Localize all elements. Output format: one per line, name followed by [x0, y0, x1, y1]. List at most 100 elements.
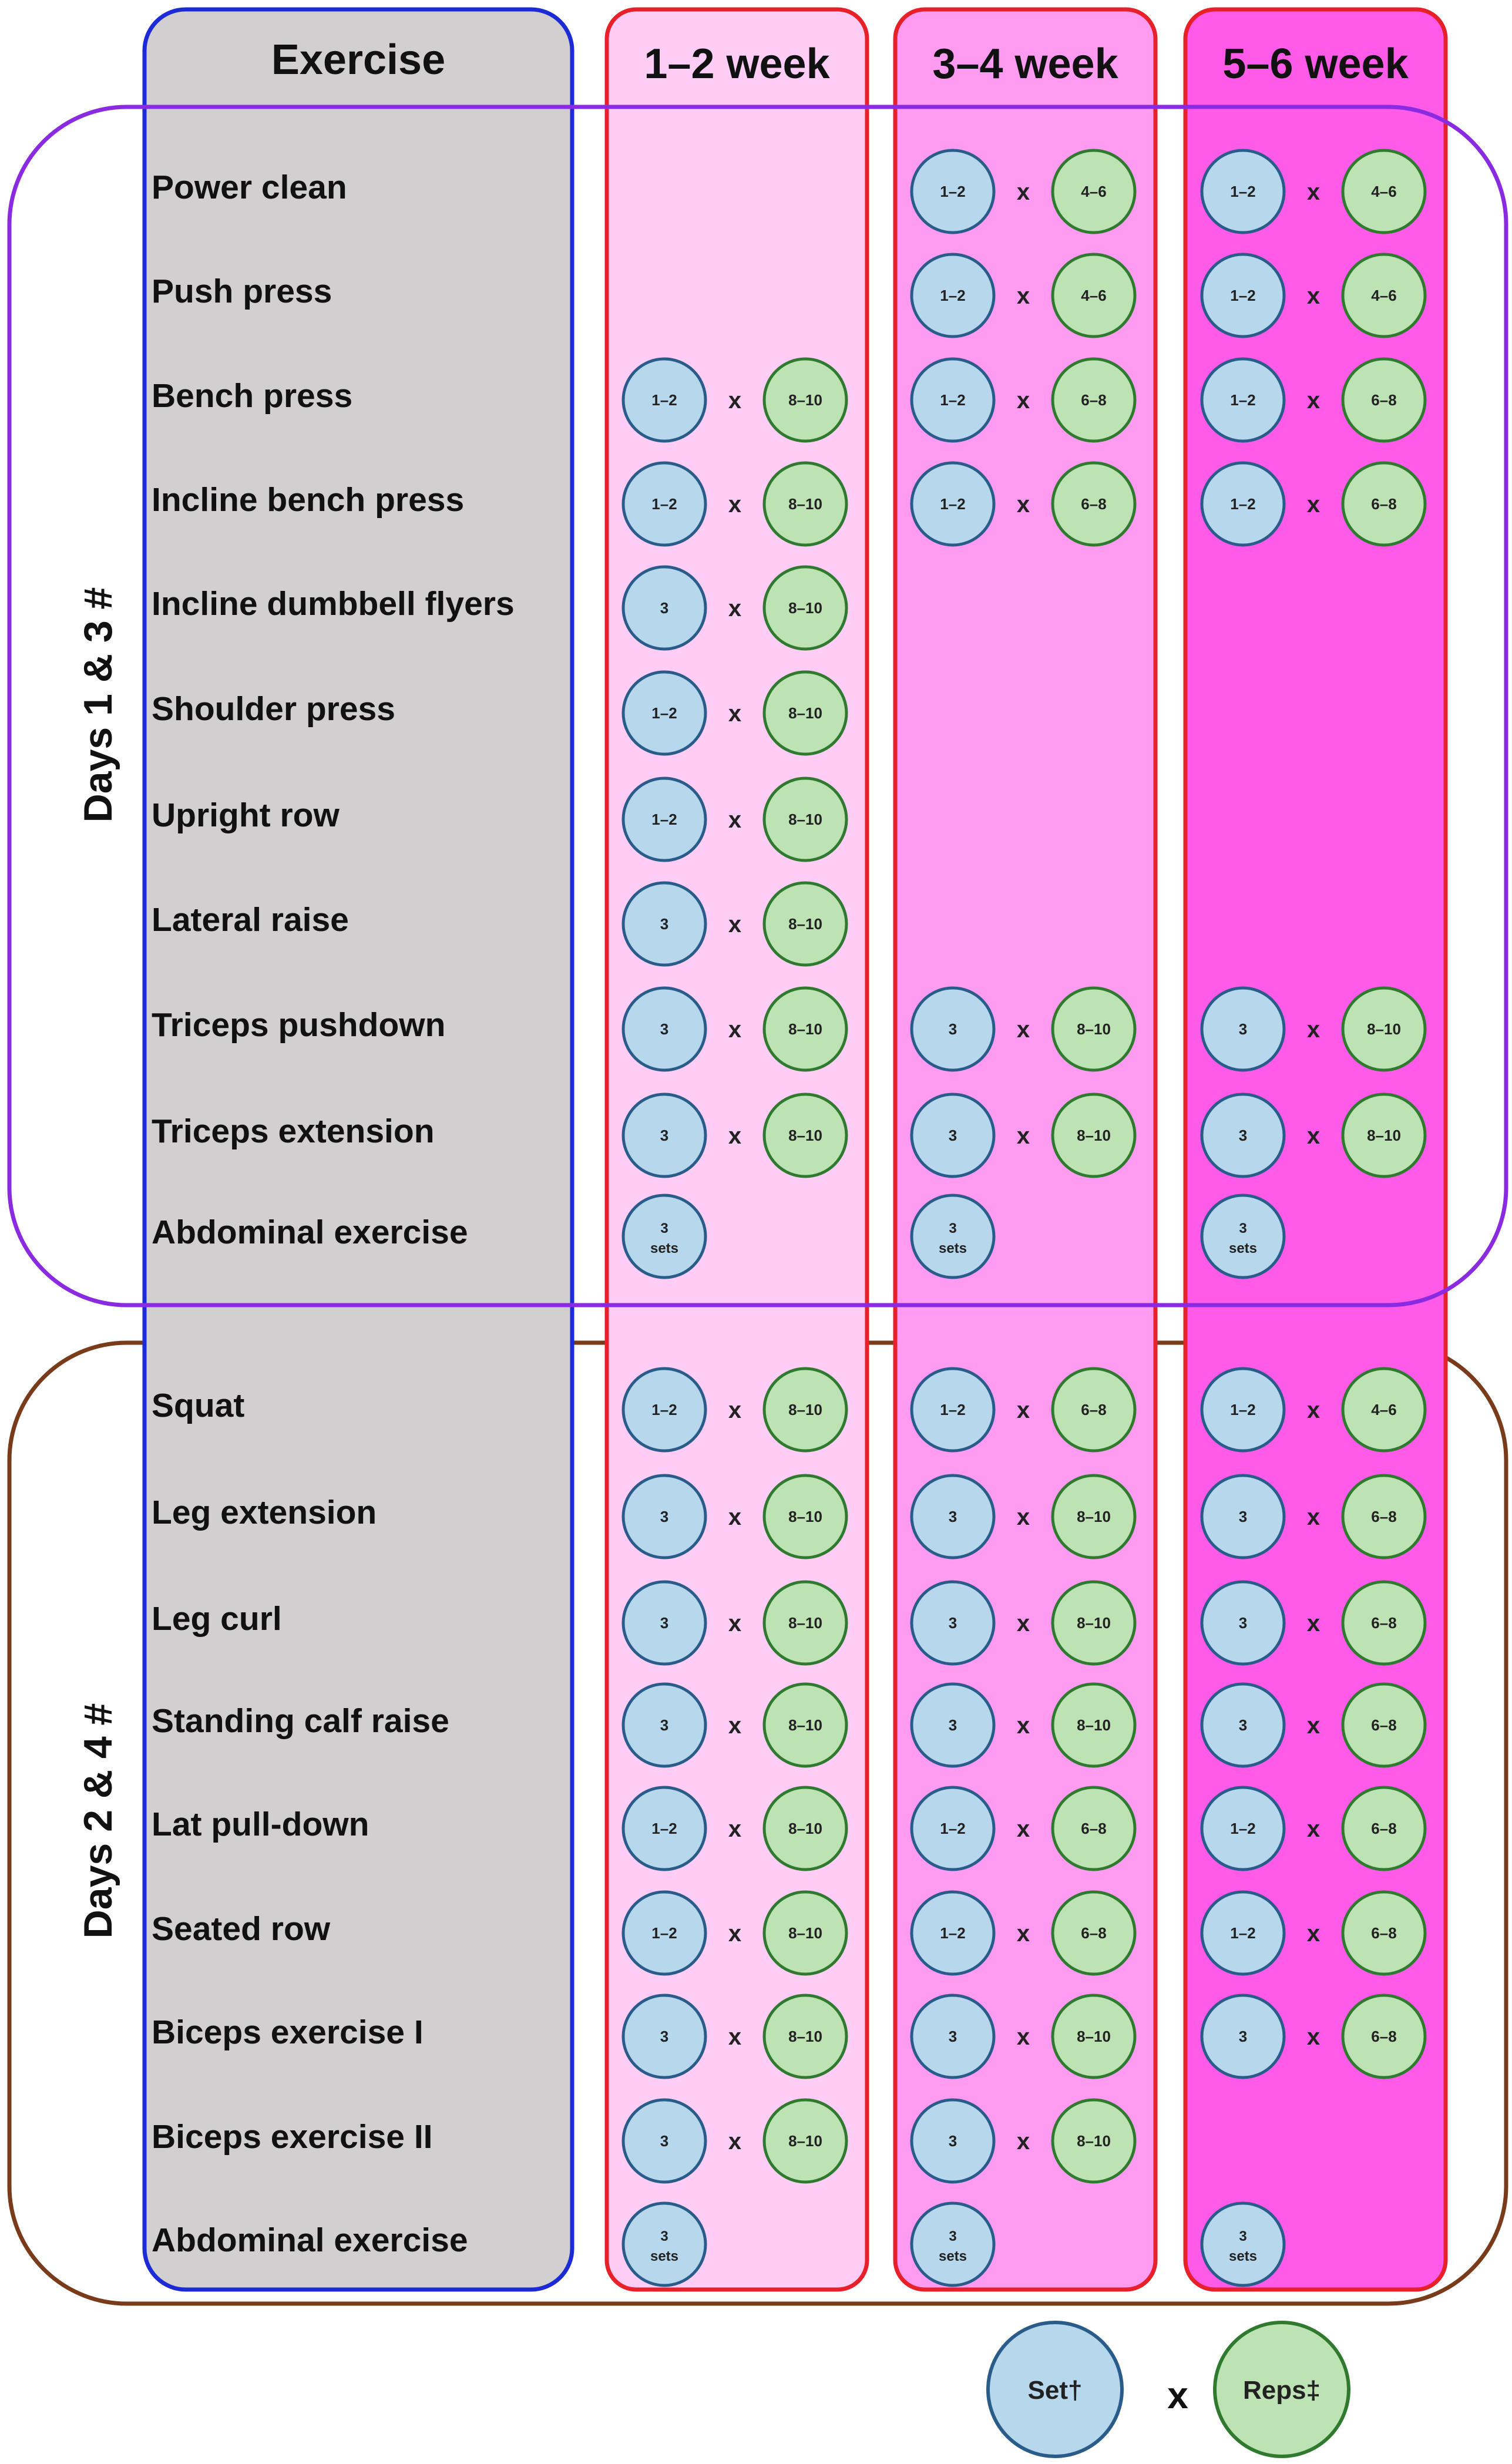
sets-circle — [910, 1367, 996, 1453]
reps-circle — [1051, 1994, 1137, 2079]
sets-circle — [1200, 2201, 1286, 2287]
sets-value: 1–2 — [940, 1820, 965, 1837]
exercise-label: Leg extension — [152, 1494, 377, 1531]
sets-circle — [621, 1682, 707, 1768]
times-symbol: x — [1307, 1123, 1320, 1149]
exercise-label: Biceps exercise II — [152, 2118, 433, 2156]
reps-value: 8–10 — [1077, 1716, 1111, 1734]
reps-value: 6–8 — [1371, 1820, 1396, 1837]
reps-value: 6–8 — [1371, 2028, 1396, 2045]
sets-value: 1–2 — [1230, 1820, 1255, 1837]
sets-circle — [1200, 1580, 1286, 1666]
sets-value: 1–2 — [940, 1924, 965, 1942]
sets-value: 3 — [949, 2028, 957, 2045]
reps-circle — [1341, 1682, 1427, 1768]
sets-circle — [910, 2201, 996, 2287]
sets-value: 1–2 — [940, 495, 965, 513]
sets-circle — [621, 461, 707, 547]
exercise-column-header: Exercise — [271, 36, 445, 83]
reps-circle — [762, 461, 848, 547]
legend-sets-circle — [986, 2321, 1124, 2458]
sets-value: 3 — [660, 1716, 668, 1734]
reps-value: 4–6 — [1371, 1401, 1396, 1418]
reps-circle — [1341, 1890, 1427, 1976]
reps-value: 8–10 — [788, 1127, 822, 1144]
sets-value: 3 — [1239, 1020, 1247, 1038]
sets-value: 1–2 — [940, 287, 965, 304]
sets-circle — [621, 776, 707, 862]
reps-circle — [762, 881, 848, 967]
reps-circle — [1051, 461, 1137, 547]
reps-value: 8–10 — [1077, 1127, 1111, 1144]
exercise-label: Upright row — [152, 796, 340, 834]
reps-circle — [1341, 1367, 1427, 1453]
exercise-label: Shoulder press — [152, 690, 395, 728]
exercise-label: Lat pull-down — [152, 1806, 369, 1843]
times-symbol: x — [1017, 1397, 1030, 1423]
reps-circle — [762, 1994, 848, 2079]
legend-sets-label: Set† — [1028, 2376, 1083, 2405]
reps-value: 8–10 — [788, 1716, 822, 1734]
sets-value: 3 — [1239, 1127, 1247, 1144]
reps-circle — [1051, 1093, 1137, 1178]
reps-circle — [1051, 357, 1137, 443]
reps-value: 8–10 — [788, 915, 822, 933]
times-symbol: x — [728, 2129, 741, 2154]
exercise-label: Abdominal exercise — [152, 2221, 468, 2259]
sets-circle — [621, 881, 707, 967]
reps-value: 8–10 — [788, 1614, 822, 1632]
reps-value: 8–10 — [1367, 1020, 1401, 1038]
reps-circle — [1341, 461, 1427, 547]
sets-circle — [910, 357, 996, 443]
sets-circle — [910, 1194, 996, 1279]
sets-value: 3 — [660, 2028, 668, 2045]
sets-value: 3 — [1239, 1508, 1247, 1525]
sets-circle — [621, 1890, 707, 1976]
reps-circle — [762, 357, 848, 443]
sets-circle — [1200, 1994, 1286, 2079]
exercise-label: Power clean — [152, 169, 347, 206]
sets-value: 3 — [660, 599, 668, 617]
reps-value: 4–6 — [1371, 287, 1396, 304]
sets-circle — [621, 1786, 707, 1871]
sets-circle — [1200, 149, 1286, 234]
exercise-column — [142, 7, 574, 2292]
reps-circle — [762, 986, 848, 1072]
reps-circle — [1051, 2098, 1137, 2184]
times-symbol: x — [728, 1504, 741, 1530]
times-symbol: x — [1017, 1017, 1030, 1043]
sets-circle — [621, 986, 707, 1072]
reps-value: 6–8 — [1371, 495, 1396, 513]
reps-value: 8–10 — [1077, 2028, 1111, 2045]
times-symbol: x — [1307, 1397, 1320, 1423]
week-header-1: 1–2 week — [644, 41, 830, 88]
reps-value: 6–8 — [1081, 1924, 1106, 1942]
sets-value: 3 — [1239, 2028, 1247, 2045]
reps-circle — [1051, 1890, 1137, 1976]
exercise-label: Leg curl — [152, 1600, 282, 1638]
times-symbol: x — [1307, 492, 1320, 517]
sets-circle — [910, 149, 996, 234]
reps-value: 8–10 — [788, 2132, 822, 2150]
reps-value: 6–8 — [1081, 391, 1106, 409]
sets-circle — [621, 2098, 707, 2184]
reps-value: 8–10 — [1077, 1508, 1111, 1525]
times-symbol: x — [1017, 2129, 1030, 2154]
reps-value: 6–8 — [1371, 391, 1396, 409]
sets-value: 1–2 — [651, 811, 677, 828]
times-symbol: x — [1307, 179, 1320, 205]
times-symbol: x — [728, 492, 741, 517]
sets-value: 1–2 — [651, 1924, 677, 1942]
reps-value: 8–10 — [1077, 1614, 1111, 1632]
sets-value: 3 — [949, 1614, 957, 1632]
times-symbol: x — [1307, 388, 1320, 414]
sets-circle — [1200, 253, 1286, 338]
times-symbol: x — [728, 701, 741, 727]
sets-value: 3 — [949, 2132, 957, 2150]
sets-circle — [910, 1994, 996, 2079]
sets-circle — [1200, 1093, 1286, 1178]
times-symbol: x — [728, 596, 741, 621]
